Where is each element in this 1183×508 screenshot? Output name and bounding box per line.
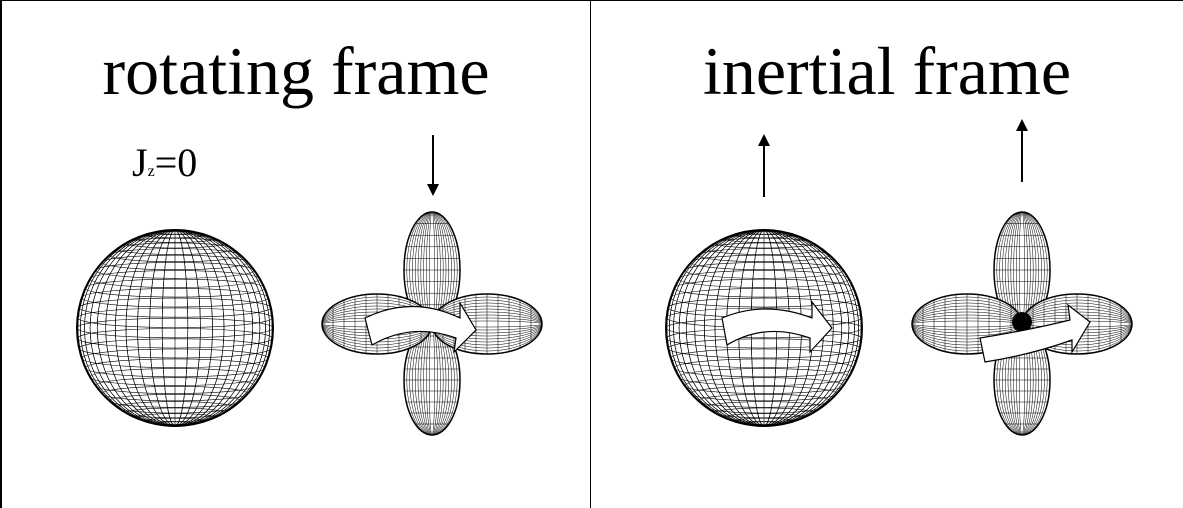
angular-momentum-label: Jz=0 (132, 137, 197, 198)
rotating-frame-panel: rotating frame Jz=0 (0, 0, 590, 508)
four-lobe-grid-icon (911, 211, 1133, 436)
curved-rotation-arrow-icon (979, 303, 1091, 363)
j-equals-zero: =0 (154, 140, 198, 185)
inertial-frame-panel: inertial frame (590, 0, 1183, 508)
inertial-frame-title: inertial frame (702, 33, 1072, 109)
j-symbol: J (132, 140, 148, 185)
sphere-grid-icon (76, 229, 274, 427)
rotating-frame-title: rotating frame (102, 33, 490, 109)
curved-rotation-arrow-icon (721, 300, 833, 354)
j-subscript: z (147, 163, 155, 180)
curved-rotation-arrow-icon (364, 300, 477, 354)
